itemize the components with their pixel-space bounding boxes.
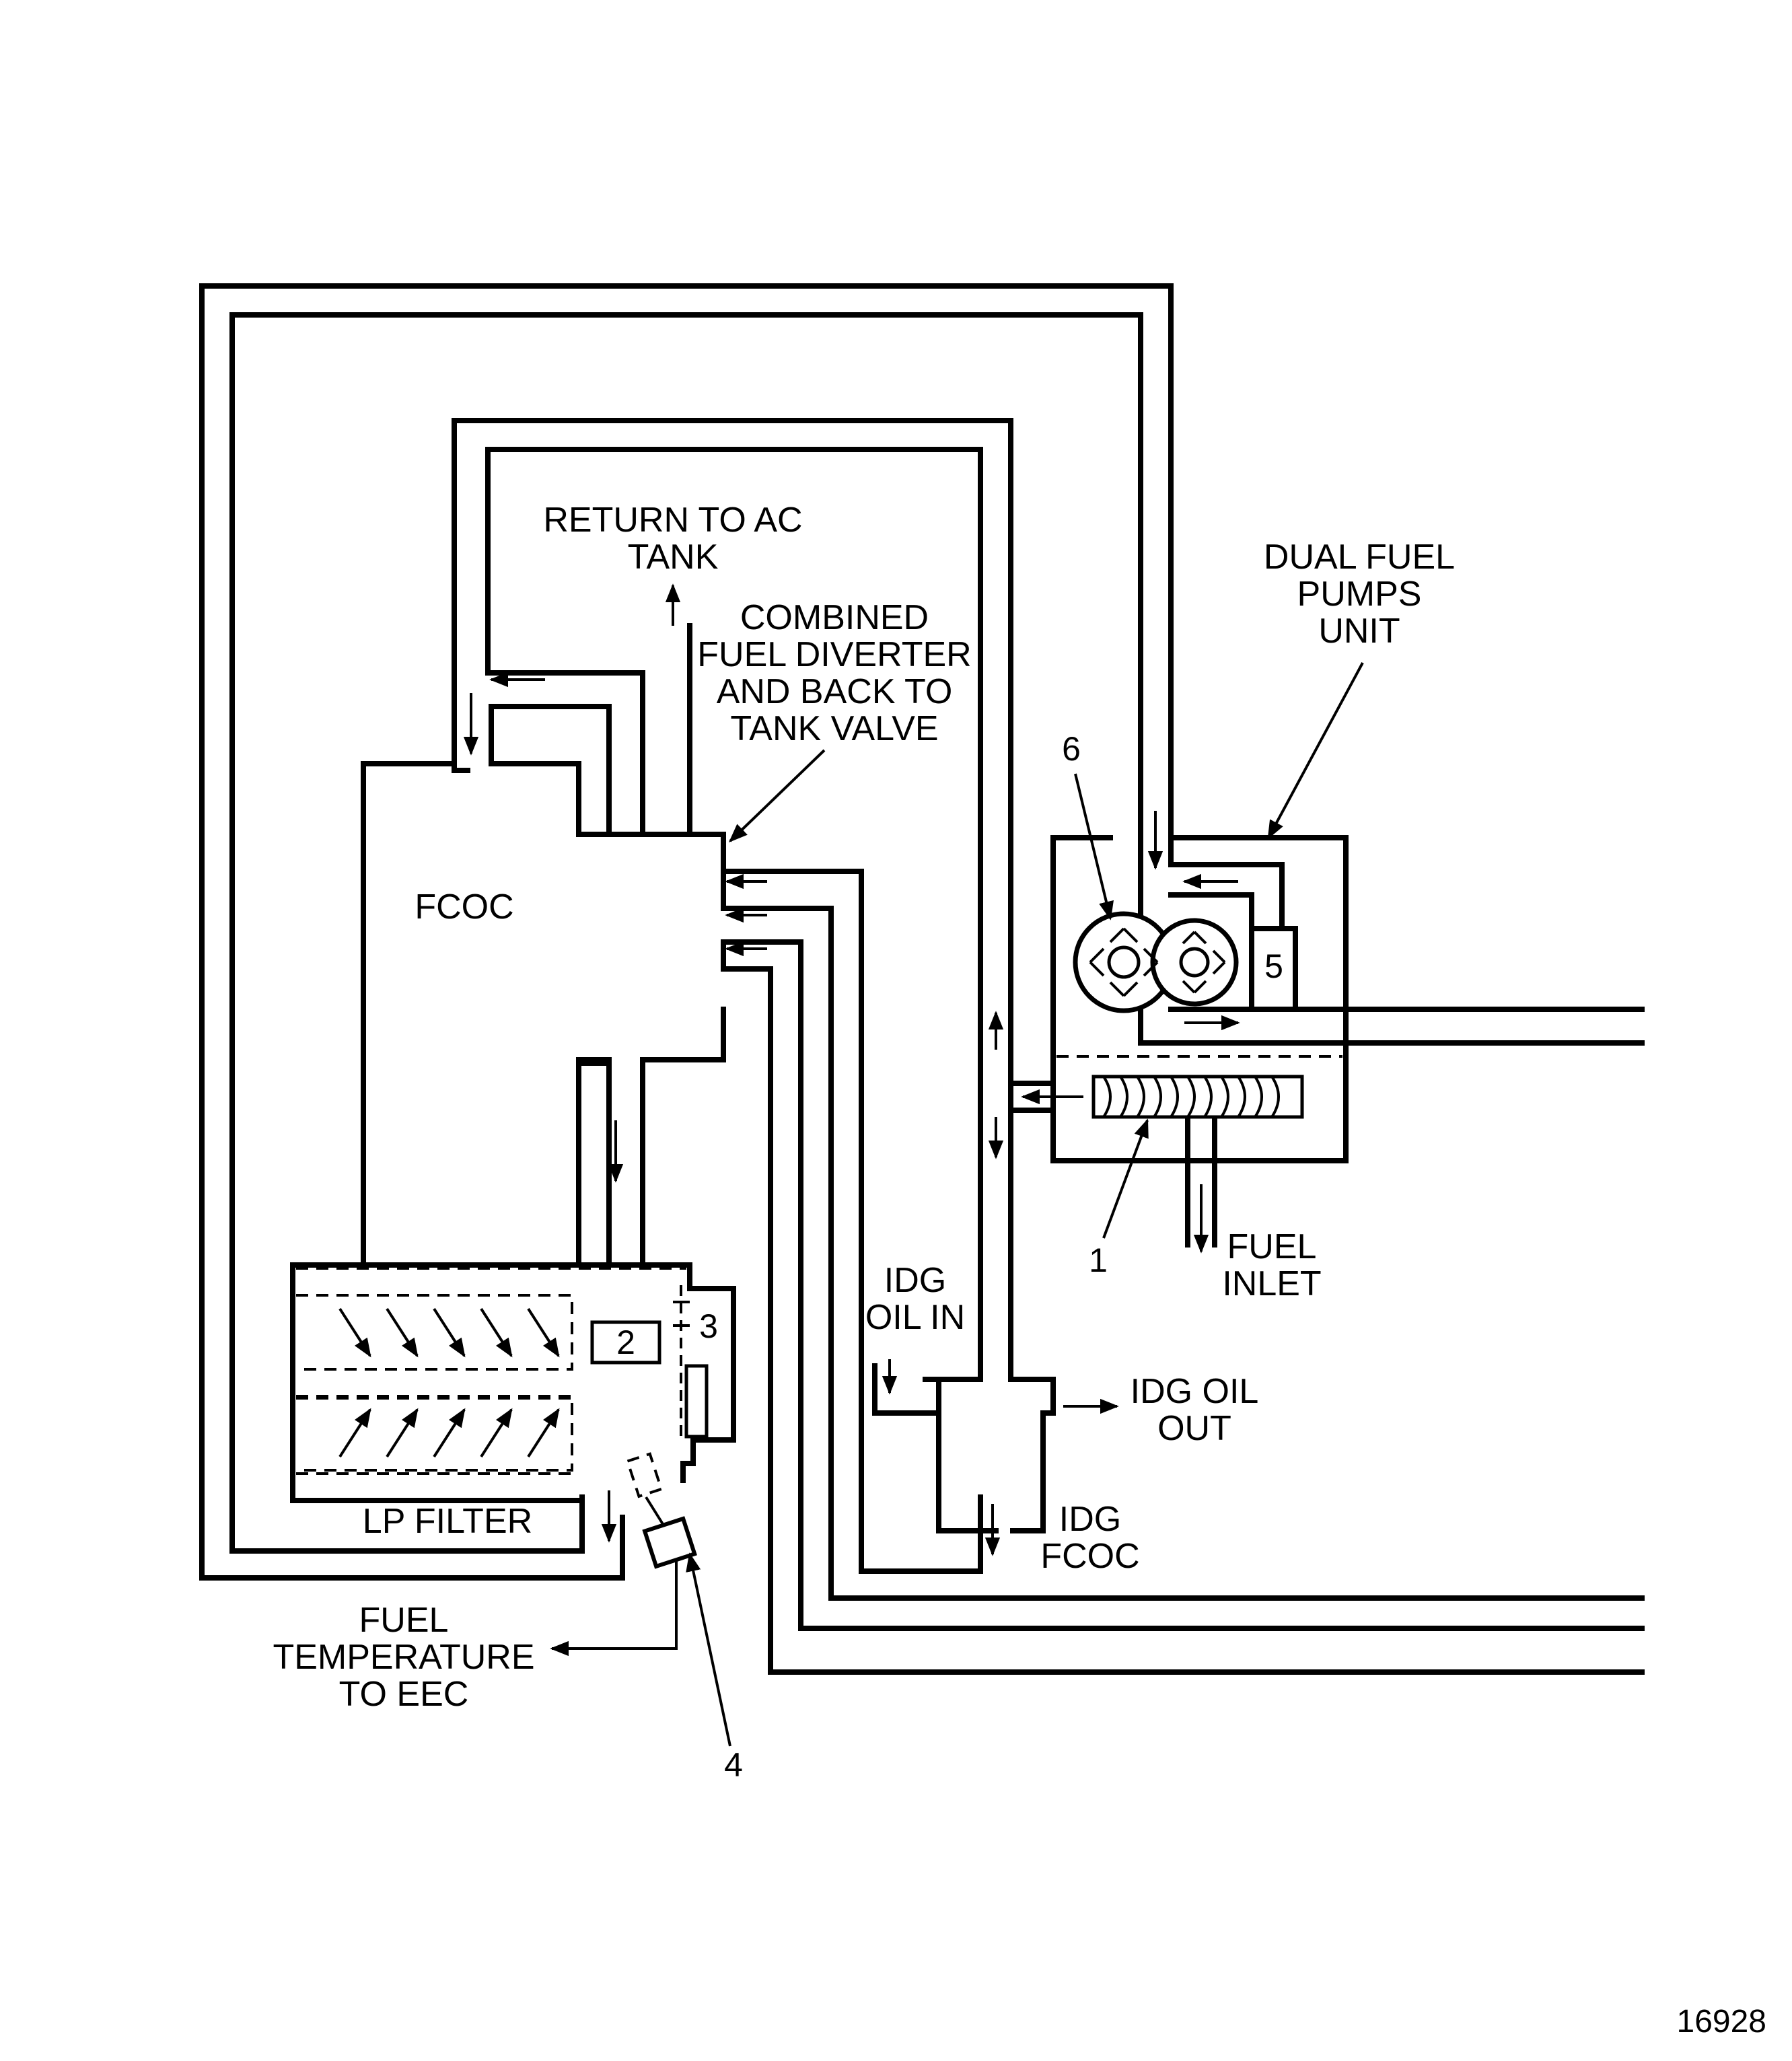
diverter-port-3 xyxy=(721,939,1645,1631)
callout-6-leader xyxy=(1074,773,1114,920)
filter-element-lower-dash xyxy=(296,1395,573,1472)
callout-4-leader xyxy=(686,1552,731,1747)
return-loop-pipe-inner-wall xyxy=(485,447,983,1116)
return-to-ac-label-2: TANK xyxy=(628,538,719,577)
return-to-ac-duct xyxy=(489,623,692,837)
return-loop-pipe-outer-wall xyxy=(452,418,1013,1128)
fuel-inlet-label-2: INLET xyxy=(1222,1264,1321,1303)
dual-fuel-pumps-label-2: PUMPS xyxy=(1297,575,1422,614)
dual-fuel-pumps-housing xyxy=(1050,835,1349,1163)
figure-reference-number: 16928 xyxy=(1677,2004,1766,2039)
fuel-temp-label-1: FUEL xyxy=(359,1601,449,1640)
fcoc-body xyxy=(361,761,581,1268)
pump-loop-inner xyxy=(1168,892,1254,1012)
valve-label-leader xyxy=(728,749,826,842)
idg-oil-out-label-2: OUT xyxy=(1157,1409,1231,1448)
callout-1-leader xyxy=(1102,1118,1149,1239)
fuel-inlet-pipe xyxy=(1185,1118,1217,1248)
screen-outlet-pipe xyxy=(1008,1081,1052,1113)
outer-loop-pipe-inner-wall xyxy=(229,312,1143,1554)
pressure-relief-valve-5 xyxy=(1249,926,1298,1012)
filter-lower-arrows xyxy=(338,1408,560,1458)
callout-3-label: 3 xyxy=(699,1307,718,1345)
fcoc-label: FCOC xyxy=(415,888,513,927)
diverter-valve-body xyxy=(576,832,726,1264)
outer-loop-pipe-outer-wall xyxy=(199,283,1174,1581)
callout-2-label: 2 xyxy=(616,1324,635,1361)
idg-oil-out-label-1: IDG OIL xyxy=(1131,1372,1259,1411)
idg-fcoc-body xyxy=(872,1111,1056,1533)
combined-valve-label-1: COMBINED xyxy=(740,598,929,637)
callout-4-label: 4 xyxy=(724,1746,743,1784)
fuel-temp-label-3: TO EEC xyxy=(339,1675,469,1714)
inlet-screen-1 xyxy=(1091,1075,1304,1119)
flow-arrows xyxy=(463,583,1240,1556)
diverter-port-2 xyxy=(721,906,1645,1601)
lp-filter-housing xyxy=(290,1262,736,1503)
fcoc-upper-duct xyxy=(489,704,612,837)
temperature-sensor-4 xyxy=(625,1452,697,1569)
idg-oil-in-label-1: IDG xyxy=(884,1261,946,1300)
callout-1-label: 1 xyxy=(1089,1241,1108,1279)
fuel-temp-label-2: TEMPERATURE xyxy=(273,1638,534,1677)
fuel-inlet-label-1: FUEL xyxy=(1227,1227,1317,1266)
filter-upper-arrows xyxy=(338,1307,560,1358)
callout-5-label: 5 xyxy=(1264,947,1283,985)
diverter-port-1 xyxy=(721,869,983,1574)
filter-element-upper-dash xyxy=(296,1294,573,1371)
pump-label-leader xyxy=(1267,662,1364,840)
combined-valve-label-3: AND BACK TO xyxy=(717,672,953,711)
dual-fuel-pumps-label-1: DUAL FUEL xyxy=(1264,538,1455,577)
return-to-ac-label-1: RETURN TO AC xyxy=(543,501,802,540)
idg-fcoc-label-1: IDG xyxy=(1059,1500,1121,1539)
lp-filter-label: LP FILTER xyxy=(363,1502,532,1541)
callout-6-label: 6 xyxy=(1062,730,1081,768)
idg-fcoc-label-2: FCOC xyxy=(1040,1537,1139,1576)
pump-gears-6 xyxy=(1073,911,1239,1013)
idg-oil-in-label-2: OIL IN xyxy=(865,1298,965,1337)
callout-2-box xyxy=(590,1320,661,1365)
fcoc-lower-duct xyxy=(576,1060,612,1268)
combined-valve-label-4: TANK VALVE xyxy=(730,709,938,748)
combined-valve-label-2: FUEL DIVERTER xyxy=(697,635,971,674)
bypass-valve-3 xyxy=(673,1285,709,1440)
dual-fuel-pumps-label-3: UNIT xyxy=(1318,612,1400,651)
fuel-temp-signal-line xyxy=(550,1561,678,1657)
diverter-port-4 xyxy=(721,966,1645,1675)
